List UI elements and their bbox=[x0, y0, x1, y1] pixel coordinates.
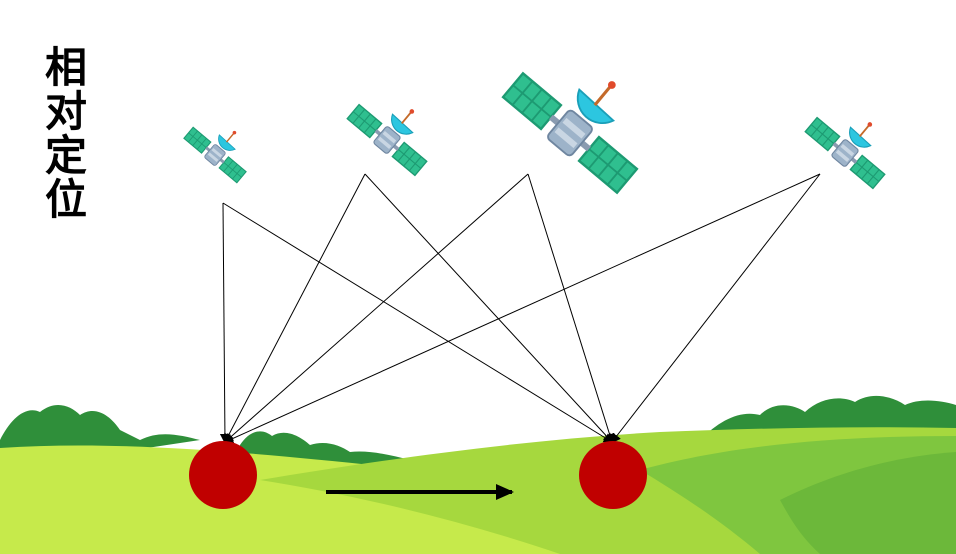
grass-field-right-dark bbox=[780, 452, 956, 554]
signal-line bbox=[224, 173, 366, 444]
satellite-icon bbox=[182, 125, 248, 185]
signal-lines bbox=[219, 173, 821, 444]
page-title: 相对定位 bbox=[44, 43, 87, 224]
signal-line bbox=[222, 202, 614, 444]
signal-line bbox=[610, 173, 821, 444]
satellite-icon bbox=[499, 69, 641, 197]
satellite-icon bbox=[345, 102, 429, 178]
receiver-left bbox=[189, 441, 257, 509]
signal-line bbox=[364, 173, 614, 444]
signal-line bbox=[527, 173, 615, 444]
signal-line bbox=[223, 173, 821, 444]
receiver-right bbox=[579, 441, 647, 509]
signal-line bbox=[219, 202, 230, 444]
signal-line bbox=[223, 173, 529, 444]
